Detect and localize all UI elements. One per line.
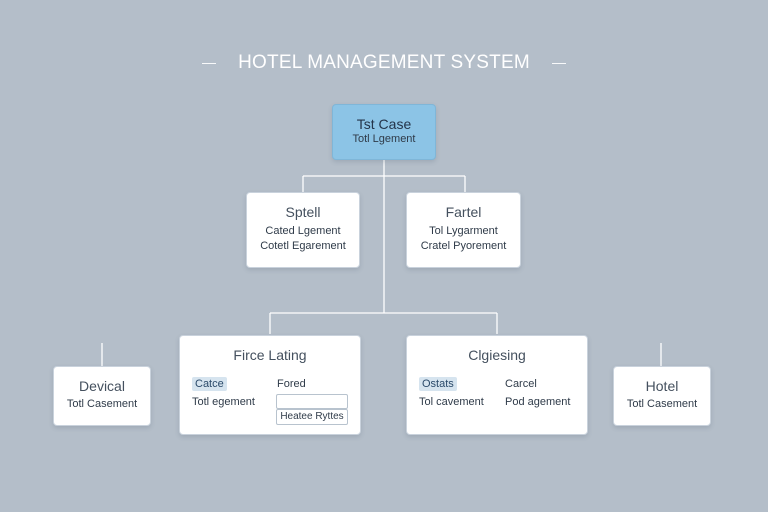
node-clgiesing[interactable]: Clgiesing Ostats Tol cavement Carcel Pod… (406, 335, 588, 435)
node-fartel-heading: Fartel (445, 204, 482, 220)
node-sptell-line-1: Cated Lgement (265, 225, 341, 237)
firce-input-field[interactable] (276, 394, 348, 409)
diagram-title: HOTEL MANAGEMENT SYSTEM (238, 52, 530, 73)
firce-chip[interactable]: Catce (192, 377, 227, 391)
node-fartel-line-2: Cratel Pyorement (420, 240, 507, 252)
root-line: Totl Lgement (352, 133, 416, 145)
firce-left-line: Totl egement (192, 396, 255, 408)
node-devical-heading: Devical (79, 378, 125, 394)
node-sptell-line-2: Cotetl Egarement (260, 240, 346, 252)
firce-second-field[interactable]: Heatee Ryttes (276, 409, 348, 425)
node-clgiesing-heading: Clgiesing (468, 347, 526, 363)
node-devical[interactable]: Devical Totl Casement (53, 366, 151, 426)
title-dash-right (551, 62, 566, 64)
node-hotel[interactable]: Hotel Totl Casement (613, 366, 711, 426)
node-devical-line: Totl Casement (66, 398, 138, 410)
root-node[interactable]: Tst Case Totl Lgement (332, 104, 436, 160)
node-sptell-heading: Sptell (285, 204, 321, 220)
node-sptell[interactable]: Sptell Cated Lgement Cotetl Egarement (246, 192, 360, 268)
node-firce-heading: Firce Lating (233, 347, 307, 363)
root-heading: Tst Case (356, 116, 412, 132)
firce-second-field-text: Heatee Ryttes (280, 411, 344, 422)
firce-right-label: Fored (277, 378, 306, 390)
node-hotel-line: Totl Casement (626, 398, 698, 410)
title-bar: HOTEL MANAGEMENT SYSTEM (0, 52, 768, 74)
node-firce-lating[interactable]: Firce Lating Catce Totl egement Fored He… (179, 335, 361, 435)
clgiesing-left-line: Tol cavement (419, 396, 484, 408)
node-hotel-heading: Hotel (645, 378, 679, 394)
clgiesing-right-line: Pod agement (505, 396, 571, 408)
clgiesing-right-label: Carcel (505, 378, 537, 390)
node-fartel-line-1: Tol Lygarment (429, 225, 498, 237)
clgiesing-chip[interactable]: Ostats (419, 377, 457, 391)
node-fartel[interactable]: Fartel Tol Lygarment Cratel Pyorement (406, 192, 521, 268)
title-dash-left (202, 62, 217, 64)
